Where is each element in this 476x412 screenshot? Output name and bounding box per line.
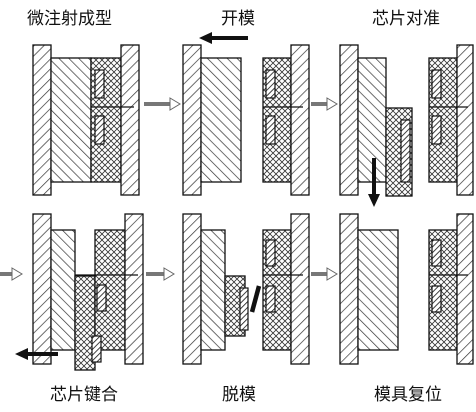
moving-platen (120, 44, 140, 196)
step-label-chip-align: 芯片对准 (372, 9, 440, 29)
panel-mold-open (182, 32, 310, 196)
flow-arrow-4-head (163, 267, 175, 281)
panel-demold (182, 213, 310, 365)
fixed-mold-half (357, 229, 399, 351)
flow-arrow-3-head (11, 267, 23, 281)
chip-top (431, 69, 442, 99)
flow-arrow-2-head (326, 97, 338, 111)
ejected-part (249, 285, 262, 313)
chip-top (265, 239, 276, 267)
fixed-platen (339, 44, 359, 196)
chip-bottom (265, 115, 276, 145)
fixed-platen (32, 44, 52, 196)
fixed-mold-half (200, 229, 226, 351)
panel-chip-align (339, 44, 474, 207)
step-label-chip-bond: 芯片键合 (50, 385, 118, 405)
carrier-chip (400, 119, 411, 183)
bonded-chip (239, 287, 249, 331)
fixed-platen (182, 213, 202, 365)
chip-bottom (265, 285, 276, 313)
movement-arrow-down-head (368, 194, 380, 207)
panel-injection (32, 44, 140, 196)
fixed-mold-half (50, 229, 76, 351)
moving-platen (456, 44, 474, 196)
movement-arrow-left-head (199, 32, 212, 44)
fixed-mold-half (50, 57, 92, 183)
step-label-mold-reset: 模具复位 (374, 385, 442, 405)
movement-arrow-left-head (15, 348, 28, 360)
panel-chip-bond (15, 213, 144, 371)
chip-top (94, 69, 105, 99)
chip-bottom (94, 115, 105, 145)
step-label-mold-open: 开模 (221, 9, 255, 29)
chip-top (431, 239, 442, 267)
fixed-platen (182, 44, 202, 196)
fixed-platen (32, 213, 52, 365)
chip-top (96, 284, 107, 312)
chip-bottom (431, 115, 442, 145)
moving-platen (456, 213, 474, 365)
moving-platen (124, 213, 144, 365)
fixed-platen (339, 213, 359, 365)
flow-arrow-1-head (169, 97, 181, 111)
step-label-injection: 微注射成型 (27, 9, 112, 29)
step-label-demold: 脱模 (222, 385, 256, 405)
chip-top (265, 69, 276, 99)
chip-bottom (431, 285, 442, 313)
fixed-mold-half (200, 57, 242, 183)
panel-mold-reset (339, 213, 474, 365)
flow-arrow-5-head (326, 267, 338, 281)
moving-platen (290, 44, 310, 196)
chip-bottom (91, 335, 102, 363)
moving-platen (290, 213, 310, 365)
